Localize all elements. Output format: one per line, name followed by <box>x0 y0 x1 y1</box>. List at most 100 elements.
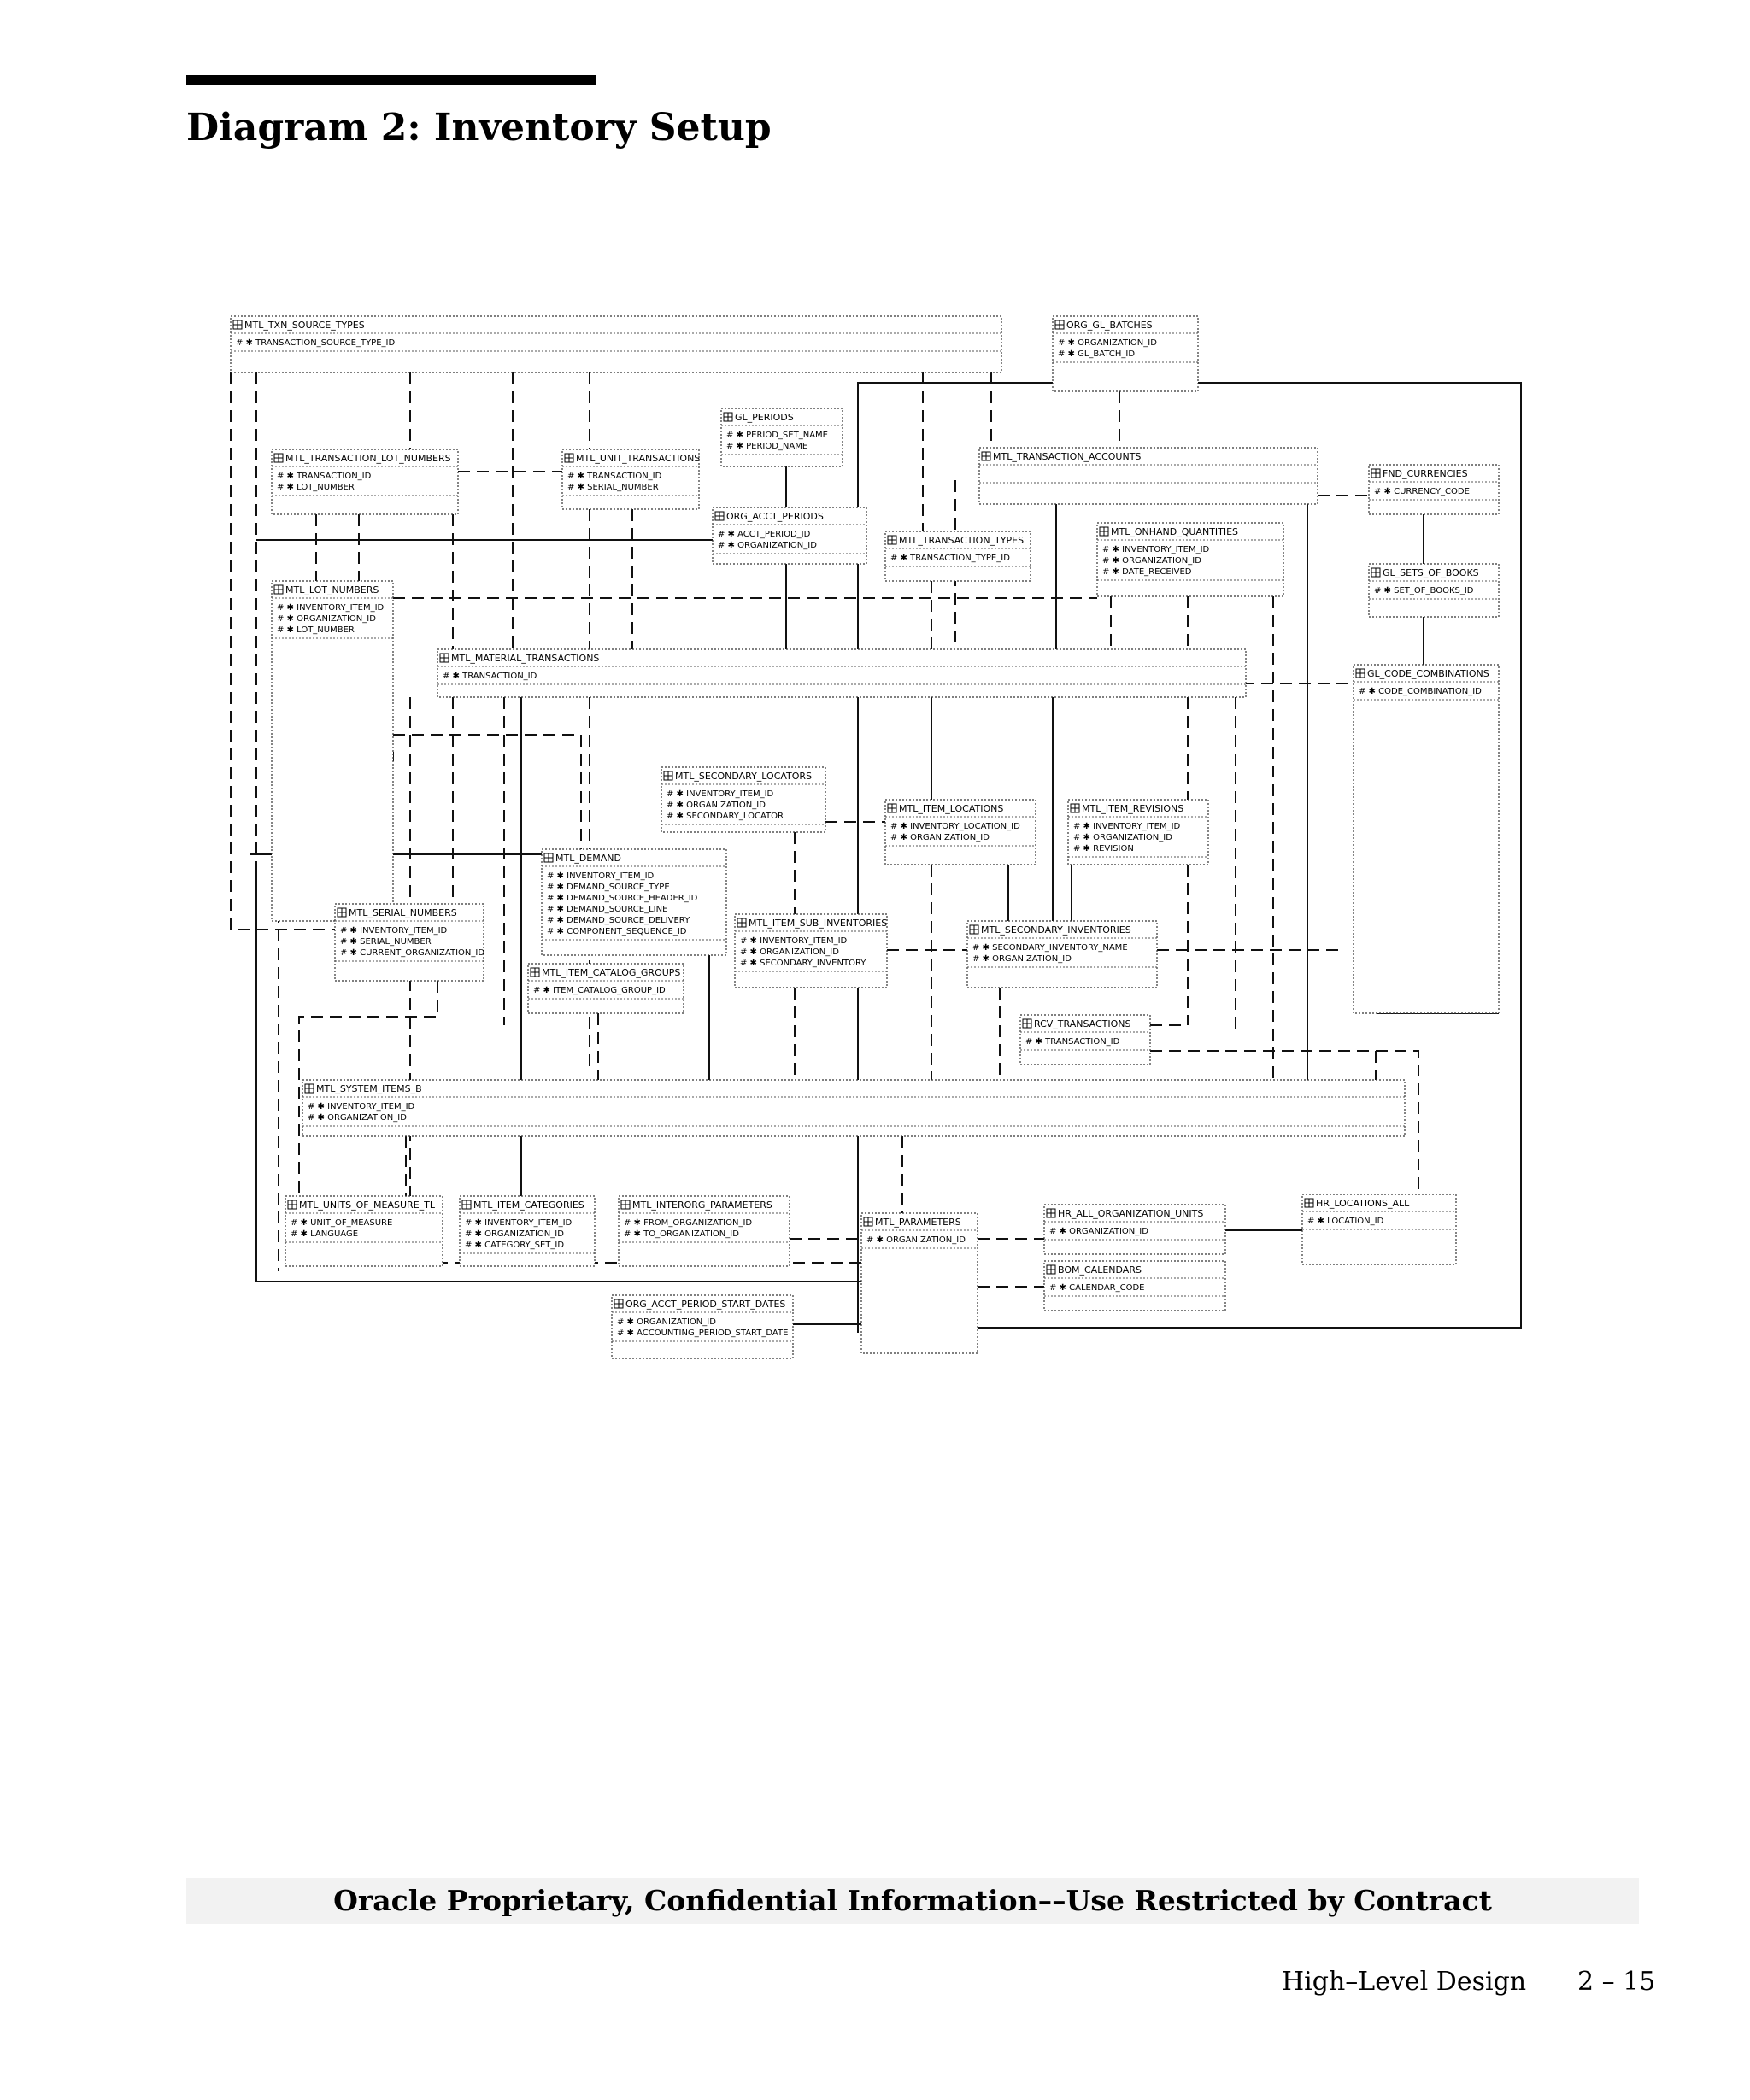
entity-column: # ✱ ORGANIZATION_ID <box>866 1235 966 1245</box>
table-icon <box>1371 567 1381 578</box>
entity-mtl-serial-numbers: MTL_SERIAL_NUMBERS# ✱ INVENTORY_ITEM_ID#… <box>334 903 484 982</box>
entity-gl-periods: GL_PERIODS # ✱ PERIOD_SET_NAME # ✱ PERIOD_… <box>720 408 843 467</box>
entity-column: # ✱ TO_ORGANIZATION_ID <box>624 1229 739 1239</box>
entity-column: # ✱ ORGANIZATION_ID <box>1058 338 1157 348</box>
entity-column: # ✱ DEMAND_SOURCE_LINE <box>547 905 667 914</box>
entity-column: # ✱ TRANSACTION_SOURCE_TYPE_ID <box>236 338 395 348</box>
entity-name: MTL_ITEM_SUB_INVENTORIES <box>749 918 887 929</box>
table-icon <box>1070 803 1080 813</box>
entity-column: # ✱ ORGANIZATION_ID <box>308 1113 407 1123</box>
entity-name: MTL_TRANSACTION_ACCOUNTS <box>993 451 1141 462</box>
entity-name: HR_ALL_ORGANIZATION_UNITS <box>1058 1208 1203 1219</box>
table-icon <box>714 511 725 521</box>
entity-boxes: MTL_TXN_SOURCE_TYPES # ✱ TRANSACTION_SOUR… <box>230 315 1500 1359</box>
title-rule <box>186 75 596 85</box>
relationship-line <box>230 372 335 930</box>
entity-column: # ✱ LOT_NUMBER <box>277 483 355 492</box>
entity-name: MTL_ITEM_CATALOG_GROUPS <box>542 967 680 978</box>
entity-mtl-interorg-parameters: MTL_INTERORG_PARAMETERS# ✱ FROM_ORGANIZA… <box>618 1195 790 1267</box>
entity-mtl-transaction-types: MTL_TRANSACTION_TYPES# ✱ TRANSACTION_TYP… <box>884 531 1031 582</box>
entity-rcv-transactions: RCV_TRANSACTIONS# ✱ TRANSACTION_ID <box>1019 1014 1151 1065</box>
entity-column: # ✱ INVENTORY_ITEM_ID <box>1102 545 1210 554</box>
relationship-line <box>1150 1050 1419 1196</box>
entity-name: FND_CURRENCIES <box>1383 468 1468 479</box>
page-title: Diagram 2: Inventory Setup <box>186 106 772 150</box>
entity-mtl-item-catalog-groups: MTL_ITEM_CATALOG_GROUPS# ✱ ITEM_CATALOG_… <box>527 963 684 1014</box>
table-icon <box>1054 320 1065 330</box>
entity-mtl-parameters: MTL_PARAMETERS# ✱ ORGANIZATION_ID <box>860 1212 978 1354</box>
entity-name: ORG_ACCT_PERIOD_START_DATES <box>625 1299 785 1310</box>
entity-mtl-secondary-locators: MTL_SECONDARY_LOCATORS# ✱ INVENTORY_ITEM… <box>661 766 826 833</box>
relationship-lines <box>230 372 1522 1333</box>
entity-name: MTL_SYSTEM_ITEMS_B <box>316 1083 422 1094</box>
entity-column: # ✱ ORGANIZATION_ID <box>277 614 376 624</box>
entity-bom-calendars: BOM_CALENDARS # ✱ CALENDAR_CODE <box>1043 1260 1226 1311</box>
entity-column: # ✱ TRANSACTION_ID <box>567 472 662 481</box>
entity-name: MTL_ITEM_CATEGORIES <box>473 1200 584 1211</box>
table-icon <box>723 412 733 422</box>
entity-column: # ✱ ORGANIZATION_ID <box>1073 833 1172 842</box>
entity-name: MTL_SERIAL_NUMBERS <box>349 907 457 918</box>
table-icon <box>887 535 897 545</box>
table-icon <box>564 453 574 463</box>
entity-column: # ✱ INVENTORY_ITEM_ID <box>547 871 655 881</box>
entity-mtl-item-locations: MTL_ITEM_LOCATIONS# ✱ INVENTORY_LOCATION… <box>884 799 1036 865</box>
entity-mtl-item-revisions: MTL_ITEM_REVISIONS# ✱ INVENTORY_ITEM_ID#… <box>1067 799 1209 865</box>
entity-column: # ✱ ACCOUNTING_PERIOD_START_DATE <box>617 1329 788 1338</box>
table-icon <box>273 584 284 595</box>
entity-fnd-currencies: FND_CURRENCIES# ✱ CURRENCY_CODE <box>1368 464 1500 515</box>
table-icon <box>287 1200 297 1210</box>
table-icon <box>1099 526 1109 537</box>
table-icon <box>1304 1198 1314 1208</box>
entity-name: MTL_INTERORG_PARAMETERS <box>632 1200 772 1211</box>
entity-column: # ✱ TRANSACTION_ID <box>443 672 537 681</box>
table-icon <box>1046 1208 1056 1218</box>
table-icon <box>969 924 979 935</box>
entity-name: MTL_UNIT_TRANSACTIONS <box>576 453 700 464</box>
entity-column: # ✱ INVENTORY_ITEM_ID <box>308 1102 415 1112</box>
entity-hr-all-organization-units: HR_ALL_ORGANIZATION_UNITS # ✱ ORGANIZATIO… <box>1043 1204 1226 1255</box>
entity-name: ORG_GL_BATCHES <box>1066 320 1153 331</box>
entity-column: # ✱ ORGANIZATION_ID <box>617 1317 716 1327</box>
entity-name: BOM_CALENDARS <box>1058 1264 1142 1276</box>
relationship-line <box>298 943 438 1196</box>
relationship-line <box>393 734 582 849</box>
table-icon <box>737 918 747 928</box>
entity-name: MTL_SECONDARY_LOCATORS <box>675 771 812 782</box>
entity-mtl-lot-numbers: MTL_LOT_NUMBERS# ✱ INVENTORY_ITEM_ID# ✱ … <box>271 580 394 922</box>
entity-mtl-system-items-b: MTL_SYSTEM_ITEMS_B # ✱ INVENTORY_ITEM_ID#… <box>302 1079 1406 1137</box>
entity-name: MTL_TRANSACTION_LOT_NUMBERS <box>285 453 451 464</box>
entity-name: MTL_UNITS_OF_MEASURE_TL <box>299 1200 436 1211</box>
entity-column: # ✱ INVENTORY_LOCATION_ID <box>890 822 1020 831</box>
entity-column: # ✱ GL_BATCH_ID <box>1058 349 1135 359</box>
entity-column: # ✱ INVENTORY_ITEM_ID <box>277 603 385 613</box>
entity-name: MTL_TXN_SOURCE_TYPES <box>244 320 365 331</box>
entity-org-gl-batches: ORG_GL_BATCHES # ✱ ORGANIZATION_ID# ✱ GL_… <box>1052 315 1199 392</box>
entity-column: # ✱ CALENDAR_CODE <box>1049 1283 1145 1293</box>
entity-column: # ✱ ORGANIZATION_ID <box>972 954 1072 964</box>
entity-name: GL_PERIODS <box>735 412 794 423</box>
entity-name: GL_CODE_COMBINATIONS <box>1367 668 1489 679</box>
entity-column: # ✱ CATEGORY_SET_ID <box>465 1241 564 1250</box>
table-icon <box>439 653 449 663</box>
table-icon <box>273 453 284 463</box>
footer-confidential-notice: Oracle Proprietary, Confidential Informa… <box>333 1884 1492 1917</box>
entity-column: # ✱ PERIOD_SET_NAME <box>726 431 828 440</box>
entity-hr-locations-all: HR_LOCATIONS_ALL# ✱ LOCATION_ID <box>1301 1194 1457 1265</box>
table-icon <box>663 771 673 781</box>
entity-column: # ✱ ACCT_PERIOD_ID <box>718 530 811 539</box>
entity-column: # ✱ ORGANIZATION_ID <box>667 801 766 810</box>
footer-page-number: 2 – 15 <box>1577 1967 1656 1997</box>
entity-gl-sets-of-books: GL_SETS_OF_BOOKS# ✱ SET_OF_BOOKS_ID <box>1368 563 1500 618</box>
entity-mtl-secondary-inventories: MTL_SECONDARY_INVENTORIES# ✱ SECONDARY_I… <box>966 920 1158 988</box>
entity-column: # ✱ ORGANIZATION_ID <box>1049 1227 1148 1236</box>
entity-name: MTL_TRANSACTION_TYPES <box>899 535 1024 546</box>
entity-column: # ✱ SERIAL_NUMBER <box>340 937 432 947</box>
entity-mtl-txn-source-types: MTL_TXN_SOURCE_TYPES # ✱ TRANSACTION_SOUR… <box>230 315 1002 373</box>
table-icon <box>1355 668 1365 678</box>
entity-column: # ✱ SECONDARY_INVENTORY <box>740 959 866 968</box>
entity-column: # ✱ PERIOD_NAME <box>726 442 807 451</box>
entity-name: GL_SETS_OF_BOOKS <box>1383 567 1479 578</box>
entity-name: MTL_DEMAND <box>555 853 621 864</box>
